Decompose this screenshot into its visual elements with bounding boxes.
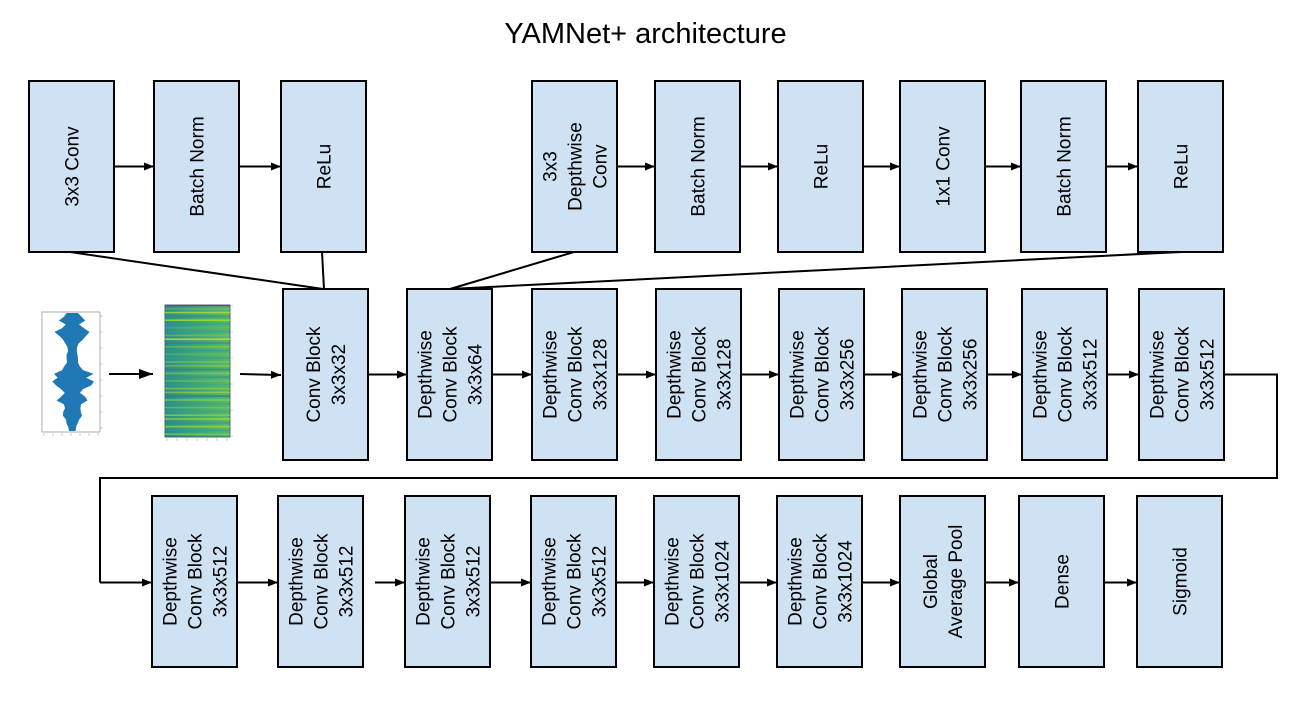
row2-block-1-rect [151,495,238,668]
depthwise-detail-relu-5-label: ReLu [1172,144,1193,189]
row2-block-9: Sigmoid [1136,495,1223,668]
waveform-icon [52,313,94,431]
conv-detail-relu-rect [280,80,367,253]
conv-detail-relu-label: ReLu [315,144,336,189]
depthwise-detail-1x1-conv-3-label: 1x1 Conv [934,126,955,207]
arrow-spectrogram-to-conv-block [239,370,282,379]
expand-line-conv-right [321,251,325,290]
row2-block-8-label: Dense [1053,554,1074,609]
spectrogram-input [164,304,233,441]
depthwise-detail-relu-2-label: ReLu [812,144,833,189]
spectrogram-icon [165,308,230,435]
depthwise-detail-batch-norm-1-rect [654,80,741,253]
row1-block-3-rect [531,288,618,461]
row2-block-4-rect [530,495,617,668]
depthwise-detail-batch-norm-1-label: Batch Norm [689,116,710,216]
conv-detail-3x3-conv-rect [28,80,115,253]
depthwise-detail-1x1-conv-3-rect [899,80,986,253]
row1-block-8-rect [1138,288,1225,461]
row2-block-8: Dense [1018,495,1105,668]
depthwise-detail-relu-2-rect [777,80,864,253]
depthwise-detail-3x3-depthwise-conv-0-rect [531,80,618,253]
depthwise-detail-relu-2: ReLu [777,80,864,253]
row2-block-9-rect [1136,495,1223,668]
depthwise-detail-batch-norm-1: Batch Norm [654,80,741,253]
row2-block-3-rect [404,495,491,668]
depthwise-detail-1x1-conv-3: 1x1 Conv [899,80,986,253]
row1-block-6-rect [901,288,988,461]
conv-detail-3x3-conv-label: 3x3 Conv [63,126,84,207]
wrap-connector [99,373,1278,583]
spectrogram-axis-ticks [166,305,233,441]
row2-block-2-rect [277,495,364,668]
row1-block-4-rect [655,288,742,461]
waveform-axis-ticks [43,315,103,436]
row1-block-5-rect [778,288,865,461]
row1-block-1-rect [282,288,369,461]
expand-line-depthwise-left [449,251,575,290]
row2-block-5-rect [653,495,740,668]
row1-block-2-rect [406,288,493,461]
conv-detail-batch-norm-rect [153,80,240,253]
depthwise-detail-batch-norm-4-rect [1020,80,1107,253]
conv-detail-batch-norm-label: Batch Norm [188,116,209,216]
row2-block-7-rect [899,495,986,668]
row2-block-9-label: Sigmoid [1171,547,1192,616]
depthwise-detail-relu-5-rect [1137,80,1224,253]
depthwise-detail-batch-norm-4-label: Batch Norm [1055,116,1076,216]
row2-block-6-rect [776,495,863,668]
conv-detail-batch-norm: Batch Norm [153,80,240,253]
row2-block-8-rect [1018,495,1105,668]
conv-detail-3x3-conv: 3x3 Conv [28,80,115,253]
expand-line-conv-left [69,251,324,290]
conv-detail-relu: ReLu [280,80,367,253]
row1-block-7-rect [1021,288,1108,461]
waveform-input [41,311,103,436]
depthwise-detail-relu-5: ReLu [1137,80,1224,253]
diagram-title: YAMNet+ architecture [504,18,787,50]
depthwise-detail-batch-norm-4: Batch Norm [1020,80,1107,253]
expand-line-depthwise-right [449,251,1183,290]
